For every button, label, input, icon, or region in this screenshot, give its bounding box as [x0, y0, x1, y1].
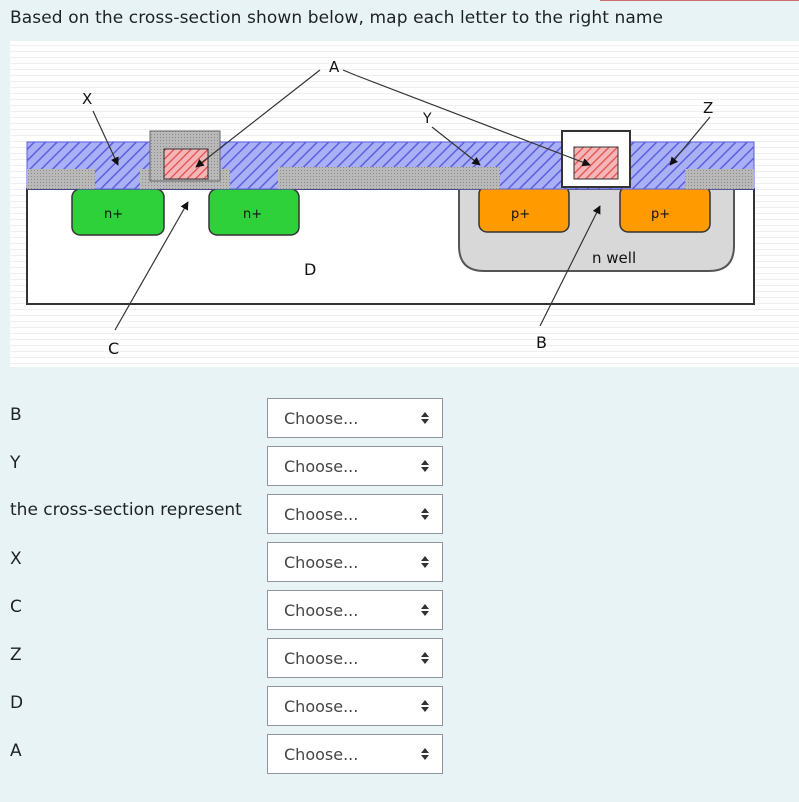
label-X: X — [82, 90, 92, 108]
arrow-B — [539, 205, 601, 327]
up-down-arrow-icon — [421, 604, 429, 616]
arrow-A-to-nmos-gate — [195, 69, 321, 168]
select-Z-value: Choose... — [284, 649, 359, 668]
select-D-value: Choose... — [284, 697, 359, 716]
select-Y-value: Choose... — [284, 457, 359, 476]
select-A[interactable]: Choose... — [267, 734, 443, 774]
select-X-value: Choose... — [284, 553, 359, 572]
row-label-cross-section: the cross-section represent — [10, 500, 242, 520]
select-A-value: Choose... — [284, 745, 359, 764]
arrow-A-to-pmos-gate — [354, 74, 591, 167]
label-n-well: n well — [592, 249, 636, 267]
question-prompt: Based on the cross-section shown below, … — [10, 8, 664, 28]
nmos-gate-poly — [163, 148, 209, 180]
arrow-C — [114, 201, 189, 331]
cmos-cross-section-figure: A X Y Z C B D n+ n+ p+ p+ n well — [10, 41, 799, 367]
up-down-arrow-icon — [421, 460, 429, 472]
select-Z[interactable]: Choose... — [267, 638, 443, 678]
arrow-A-tail — [342, 69, 356, 76]
label-D: D — [304, 260, 316, 279]
arrow-X — [92, 110, 119, 166]
select-B-value: Choose... — [284, 409, 359, 428]
label-n-plus-left: n+ — [104, 207, 123, 222]
select-Y[interactable]: Choose... — [267, 446, 443, 486]
up-down-arrow-icon — [421, 652, 429, 664]
row-label-D: D — [10, 693, 24, 713]
label-B: B — [536, 333, 547, 352]
select-cross-section-value: Choose... — [284, 505, 359, 524]
row-label-Y: Y — [10, 453, 21, 473]
pmos-gate-poly — [573, 146, 619, 180]
row-label-A: A — [10, 741, 22, 761]
label-p-plus-right: p+ — [651, 207, 670, 222]
label-n-plus-right: n+ — [243, 207, 262, 222]
label-Y: Y — [422, 111, 432, 127]
select-C-value: Choose... — [284, 601, 359, 620]
label-C: C — [108, 339, 119, 358]
arrow-Y — [431, 126, 481, 166]
row-label-B: B — [10, 405, 22, 425]
up-down-arrow-icon — [421, 556, 429, 568]
label-Z: Z — [703, 99, 713, 117]
up-down-arrow-icon — [421, 412, 429, 424]
arrow-Z — [669, 116, 711, 166]
up-down-arrow-icon — [421, 700, 429, 712]
top-border-line — [600, 0, 799, 1]
up-down-arrow-icon — [421, 748, 429, 760]
select-D[interactable]: Choose... — [267, 686, 443, 726]
select-B[interactable]: Choose... — [267, 398, 443, 438]
select-cross-section[interactable]: Choose... — [267, 494, 443, 534]
select-C[interactable]: Choose... — [267, 590, 443, 630]
row-label-Z: Z — [10, 645, 22, 665]
field-oxide-middle — [278, 167, 500, 189]
row-label-X: X — [10, 549, 22, 569]
up-down-arrow-icon — [421, 508, 429, 520]
field-oxide-left — [27, 169, 95, 189]
label-A: A — [329, 58, 340, 76]
cross-section-svg: A X Y Z C B D n+ n+ p+ p+ n well — [10, 41, 799, 367]
label-p-plus-left: p+ — [511, 207, 530, 222]
row-label-C: C — [10, 597, 22, 617]
select-X[interactable]: Choose... — [267, 542, 443, 582]
field-oxide-right — [685, 169, 754, 189]
